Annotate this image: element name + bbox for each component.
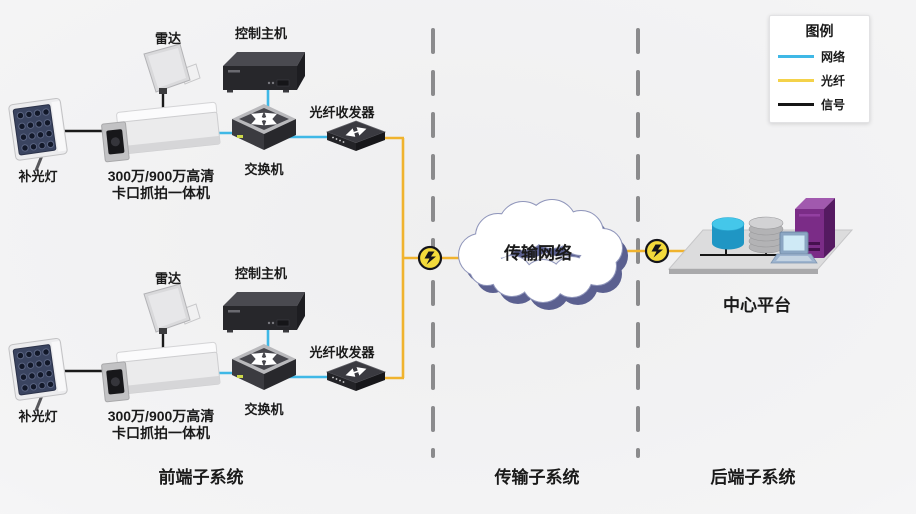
switch-label-2: 交换机 xyxy=(244,402,284,417)
storage-disks-icon xyxy=(748,216,784,254)
legend-title: 图例 xyxy=(805,23,834,39)
switch-label-1: 交换机 xyxy=(244,162,284,177)
legend-label-network: 网络 xyxy=(821,50,846,64)
legend: 图例 网络 光纤 信号 xyxy=(769,15,870,123)
fiber-transceiver-label-1: 光纤收发器 xyxy=(309,105,375,120)
section-label-front: 前端子系统 xyxy=(158,468,244,487)
legend-row-network: 网络 xyxy=(778,48,861,65)
fill-light-label-2: 补光灯 xyxy=(18,409,58,424)
camera-label-2: 300万/900万高清 卡口抓拍一体机 xyxy=(108,408,215,441)
central-platform xyxy=(667,198,854,274)
radar-label-1: 雷达 xyxy=(154,31,182,46)
camera-label-1: 300万/900万高清 卡口抓拍一体机 xyxy=(108,168,215,201)
fill-light-label-1: 补光灯 xyxy=(18,169,58,184)
legend-row-signal: 信号 xyxy=(778,96,861,113)
workstation-laptop-icon xyxy=(770,231,818,264)
signal-line-swatch xyxy=(778,103,814,106)
legend-row-fiber: 光纤 xyxy=(778,72,861,89)
database-cylinder-icon xyxy=(711,217,745,250)
legend-label-signal: 信号 xyxy=(821,98,846,112)
control-host-label-2: 控制主机 xyxy=(234,266,288,281)
camera-label-1-line2: 卡口抓拍一体机 xyxy=(111,184,210,201)
central-platform-label: 中心平台 xyxy=(723,296,791,315)
network-line-swatch xyxy=(778,55,814,58)
fiber-line-swatch xyxy=(778,79,814,82)
fiber-node-icon-left xyxy=(417,245,443,271)
section-label-backend: 后端子系统 xyxy=(710,468,796,487)
radar-label-2: 雷达 xyxy=(154,271,182,286)
legend-label-fiber: 光纤 xyxy=(821,74,846,88)
fiber-node-icon-right xyxy=(644,238,670,264)
camera-label-2-line1: 300万/900万高清 xyxy=(107,408,215,424)
fiber-transceiver-label-2: 光纤收发器 xyxy=(309,345,375,360)
section-label-transmission: 传输子系统 xyxy=(494,468,580,487)
control-host-label-1: 控制主机 xyxy=(234,26,288,41)
camera-label-2-line2: 卡口抓拍一体机 xyxy=(111,424,210,441)
cloud-label: 传输网络 xyxy=(504,244,572,263)
camera-label-1-line1: 300万/900万高清 xyxy=(107,168,215,184)
